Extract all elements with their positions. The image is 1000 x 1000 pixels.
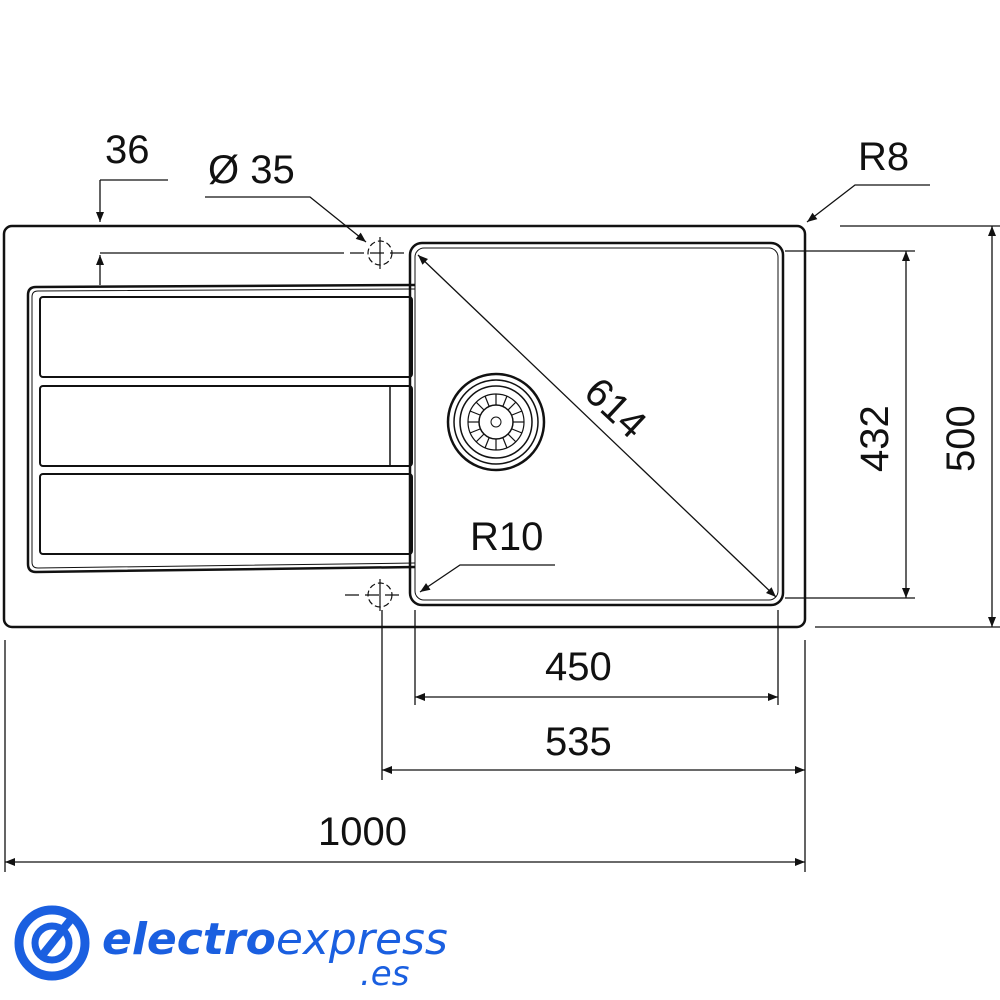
dim-432: 432 <box>853 405 897 472</box>
dim-36: 36 <box>105 128 150 172</box>
dim-tap-hole: Ø 35 <box>208 148 295 192</box>
drainer-rib-3 <box>39 473 413 555</box>
dim-614: 614 <box>576 369 655 447</box>
drainer-rib-2 <box>39 385 413 467</box>
dim-r8: R8 <box>858 135 909 179</box>
electroexpress-logo-icon <box>14 905 90 981</box>
sink-bowl <box>408 241 785 607</box>
dim-r10: R10 <box>470 515 543 559</box>
brand-logo-tld: .es <box>360 954 410 994</box>
dim-500: 500 <box>939 405 983 472</box>
drain-icon <box>446 372 546 472</box>
drainer-rib-1 <box>39 296 413 378</box>
dim-450: 450 <box>545 645 612 689</box>
brand-logo: electroexpress <box>102 914 448 965</box>
drainer-outline <box>26 283 416 574</box>
dim-1000: 1000 <box>318 810 407 854</box>
dim-535: 535 <box>545 720 612 764</box>
tap-hole-icon <box>330 237 405 611</box>
sink-outline <box>2 224 807 629</box>
